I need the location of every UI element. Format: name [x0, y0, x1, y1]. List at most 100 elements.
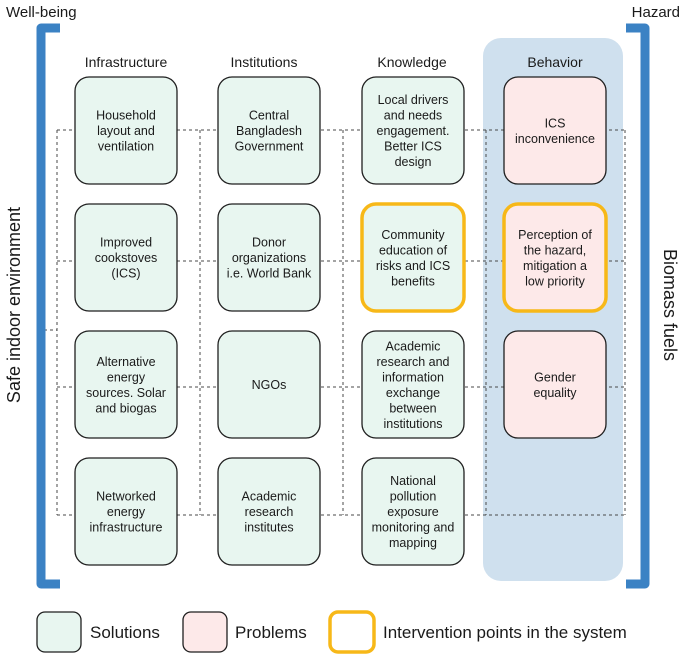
node-text-line: equality: [533, 386, 577, 400]
node-box: [74, 457, 178, 566]
node-text-line: Alternative: [96, 355, 155, 369]
right-bracket: [626, 23, 650, 589]
node-text-line: monitoring and: [372, 521, 455, 535]
node-text-line: research and: [377, 355, 450, 369]
node-text-line: Community: [381, 228, 445, 242]
node-text-line: Central: [249, 109, 289, 123]
node-text-line: energy: [107, 370, 146, 384]
node-box: [217, 330, 321, 439]
node-text-line: energy: [107, 505, 146, 519]
left-bracket: [36, 23, 60, 589]
node-box: [361, 457, 465, 566]
node-box: [503, 76, 607, 185]
node-text-line: low priority: [525, 274, 585, 288]
node-text-line: exposure: [387, 505, 438, 519]
corner-label-right: Hazard: [632, 4, 680, 21]
column-header-infrastructure: Infrastructure: [85, 54, 168, 70]
node-box: [360, 202, 466, 313]
node-text-line: National: [390, 474, 436, 488]
node-text-line: Gender: [534, 370, 576, 384]
node-text-line: mitigation a: [523, 259, 587, 273]
node-text-line: Academic: [242, 490, 297, 504]
node-box: [361, 330, 465, 439]
node-text-line: pollution: [390, 490, 437, 504]
node-box: [74, 203, 178, 312]
legend: Solutions Problems Intervention points i…: [36, 610, 627, 654]
node-text-line: i.e. World Bank: [227, 267, 312, 281]
node-text-line: Improved: [100, 236, 152, 250]
node-text-line: Local drivers: [378, 93, 449, 107]
node-text-line: cookstoves: [95, 251, 158, 265]
legend-swatch-intervention: [328, 610, 376, 654]
node-text-line: design: [395, 155, 432, 169]
legend-label-problems: Problems: [235, 623, 307, 642]
node-text-line: the hazard,: [524, 243, 587, 257]
node-text-line: exchange: [386, 386, 440, 400]
node-text-line: layout and: [97, 124, 155, 138]
node-text-line: institutions: [383, 417, 442, 431]
column-header-behavior: Behavior: [527, 54, 583, 70]
node-text-line: inconvenience: [515, 132, 595, 146]
side-label-right: Biomass fuels: [660, 249, 680, 361]
side-label-left: Safe indoor environment: [4, 207, 24, 403]
node-text-line: risks and ICS: [376, 259, 450, 273]
node-text-line: Household: [96, 109, 156, 123]
node-box: [502, 202, 608, 313]
node-text-line: Networked: [96, 490, 156, 504]
node-behavior-3: Gender equality: [503, 330, 607, 439]
node-text-line: and needs: [384, 109, 442, 123]
legend-swatch-problems: [182, 611, 228, 653]
node-box: [217, 76, 321, 185]
node-text-line: education of: [379, 243, 448, 257]
node-text-line: infrastructure: [90, 521, 163, 535]
node-box: [503, 330, 607, 439]
node-institutions-3: NGOs: [217, 330, 321, 439]
legend-swatch-solutions: [36, 611, 82, 653]
node-text-line: information: [382, 370, 444, 384]
node-text-line: NGOs: [252, 378, 287, 392]
node-text-line: mapping: [389, 536, 437, 550]
node-text-line: ventilation: [98, 140, 154, 154]
legend-label-solutions: Solutions: [90, 623, 160, 642]
node-box: [217, 457, 321, 566]
node-text-line: Government: [235, 140, 304, 154]
node-text-line: and biogas: [95, 401, 156, 415]
node-text-line: Better ICS: [384, 140, 442, 154]
node-text-line: Perception of: [518, 228, 592, 242]
corner-label-left: Well-being: [6, 4, 77, 21]
column-header-institutions: Institutions: [231, 54, 298, 70]
node-text-line: between: [389, 401, 436, 415]
node-text-line: organizations: [232, 251, 306, 265]
column-header-knowledge: Knowledge: [377, 54, 446, 70]
node-text-line: Bangladesh: [236, 124, 302, 138]
node-text-line: Donor: [252, 236, 286, 250]
connector-lines: [44, 129, 626, 516]
legend-label-intervention: Intervention points in the system: [383, 623, 627, 642]
node-text-line: benefits: [391, 274, 435, 288]
node-box: [217, 203, 321, 312]
node-text-line: institutes: [244, 521, 293, 535]
node-text-line: engagement.: [377, 124, 450, 138]
node-box: [74, 76, 178, 185]
node-text-line: (ICS): [111, 267, 140, 281]
node-text-line: research: [245, 505, 294, 519]
node-text-line: ICS: [545, 116, 566, 130]
node-behavior-1: ICS inconvenience: [503, 76, 607, 185]
node-box: [361, 76, 465, 185]
node-box: [74, 330, 178, 439]
node-text-line: sources. Solar: [86, 386, 166, 400]
